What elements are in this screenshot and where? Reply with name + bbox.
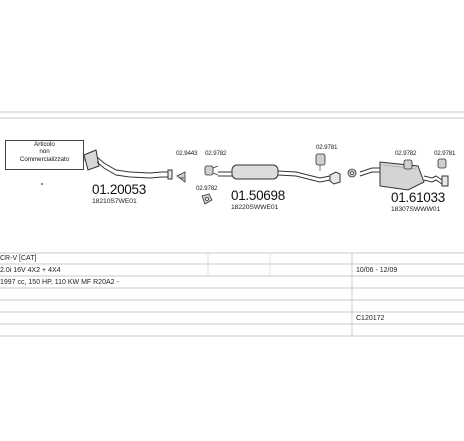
part-number-middle-silencer[interactable]: 01.50698 xyxy=(231,188,285,203)
part-number-front-pipe[interactable]: 01.20053 xyxy=(92,182,146,197)
rear-hanger-accessory-2 xyxy=(437,158,447,169)
notice-line-2: non xyxy=(39,148,50,156)
vehicle-model: CR-V [CAT] xyxy=(0,255,37,262)
oem-number-front-pipe: 18210S7WE01 xyxy=(92,198,137,205)
vehicle-date-range: 10/06 - 12/09 xyxy=(356,267,398,274)
accessory-code-3[interactable]: 02.9782 xyxy=(196,185,218,192)
middle-silencer-part xyxy=(218,164,341,185)
front-pipe-part xyxy=(83,149,173,180)
rear-hanger-accessory-1 xyxy=(403,159,413,170)
not-sold-notice: Articolo non Commercializzato xyxy=(5,140,84,170)
clamp-accessory-1 xyxy=(176,171,186,183)
accessory-code-2[interactable]: 02.9782 xyxy=(205,150,227,157)
notice-line-3: Commercializzato xyxy=(19,155,70,163)
rear-silencer-part xyxy=(359,161,449,191)
oem-number-rear-silencer: 18307SWWW01 xyxy=(391,206,441,213)
oem-number-middle-silencer: 18220SWWE01 xyxy=(231,204,279,211)
catalog-code: C120172 xyxy=(356,315,385,322)
front-pipe-end-dot xyxy=(41,183,43,185)
vehicle-engine: 1997 cc, 150 HP, 110 KW MF R20A2 - xyxy=(0,279,119,286)
accessory-code-6[interactable]: 02.9781 xyxy=(434,150,456,157)
notice-line-1: Articolo xyxy=(34,141,55,148)
part-number-rear-silencer[interactable]: 01.61033 xyxy=(391,190,445,205)
accessory-code-1[interactable]: 02.9443 xyxy=(176,150,198,157)
clamp-accessory-3 xyxy=(347,168,357,178)
gasket-accessory xyxy=(201,193,213,205)
clamp-accessory-2 xyxy=(204,165,219,176)
accessory-code-4[interactable]: 02.9781 xyxy=(316,144,338,151)
hanger-accessory xyxy=(315,153,326,171)
vehicle-variant: 2.0i 16V 4X2 + 4X4 xyxy=(0,267,61,274)
accessory-code-5[interactable]: 02.9782 xyxy=(395,150,417,157)
